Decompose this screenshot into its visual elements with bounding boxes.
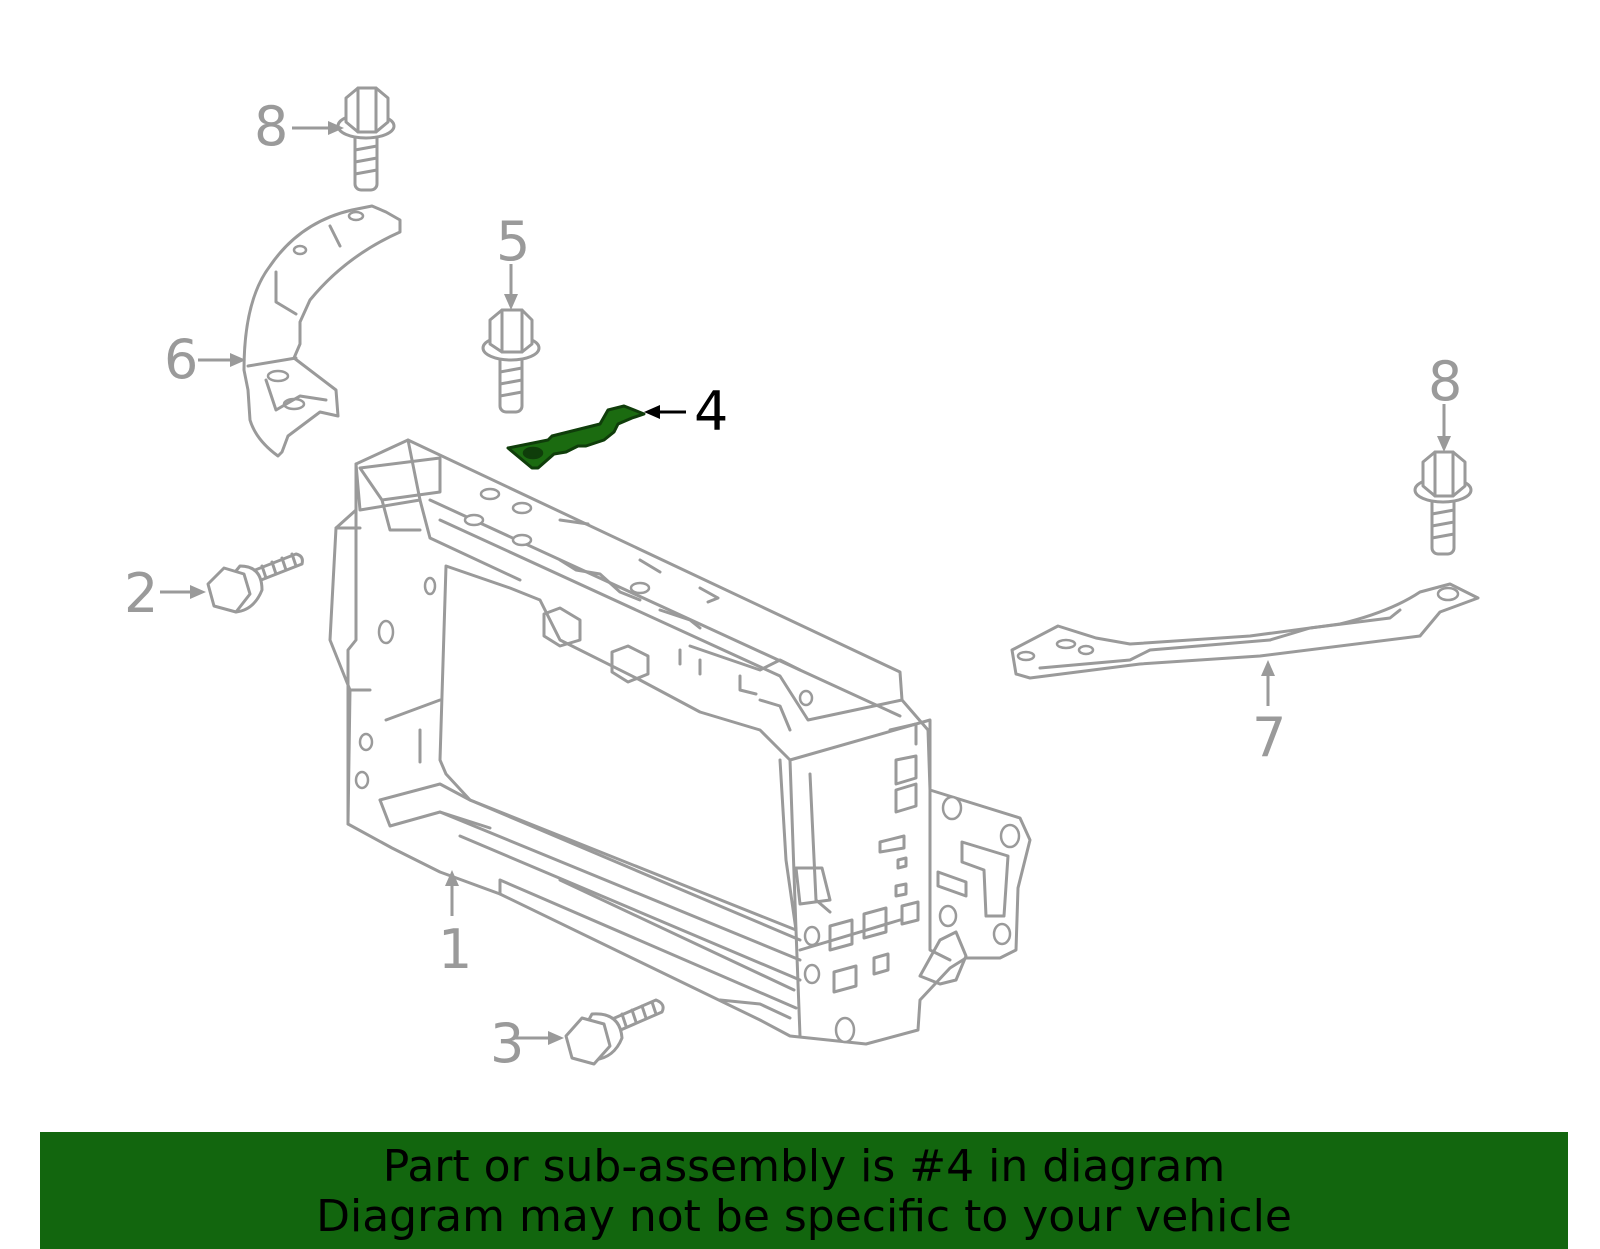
callout-6: 6 — [164, 328, 198, 391]
callout-8-top-left: 8 — [254, 95, 288, 158]
callout-2: 2 — [124, 562, 158, 625]
callout-5: 5 — [496, 210, 530, 273]
callout-8-right: 8 — [1428, 350, 1462, 413]
upper-bracket-6 — [242, 204, 402, 458]
bolt-8-right — [1413, 450, 1473, 556]
info-banner: Part or sub-assembly is #4 in diagram Di… — [40, 1132, 1568, 1249]
tie-bar-7 — [1010, 582, 1480, 680]
callout-1: 1 — [438, 918, 472, 981]
callout-7: 7 — [1252, 706, 1286, 769]
banner-line-part: Part or sub-assembly is #4 in diagram — [382, 1141, 1226, 1192]
banner-line-disclaimer: Diagram may not be specific to your vehi… — [316, 1191, 1292, 1242]
bolt-3 — [564, 998, 665, 1066]
callout-3: 3 — [490, 1012, 524, 1075]
radiator-support-frame — [328, 438, 1032, 1046]
bolt-5 — [481, 308, 541, 414]
callout-4: 4 — [694, 380, 728, 443]
highlighted-bracket-4 — [506, 404, 646, 470]
bolt-2 — [206, 552, 304, 614]
bolt-8-left — [336, 86, 396, 192]
leader-lines — [160, 121, 1451, 1045]
